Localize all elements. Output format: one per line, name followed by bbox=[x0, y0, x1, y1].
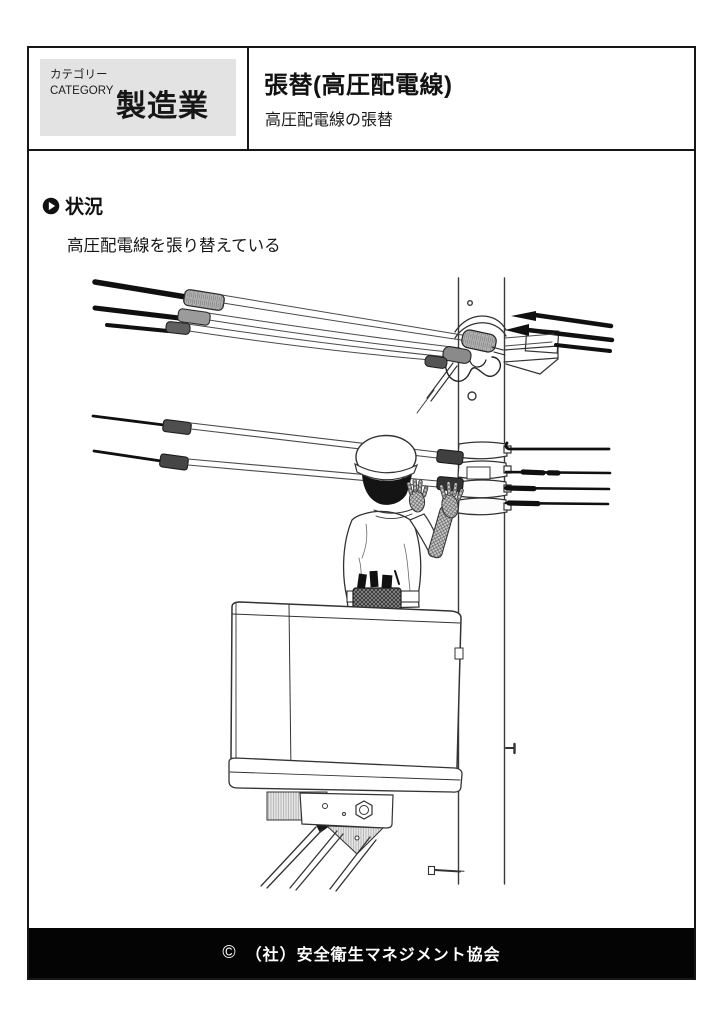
aerial-bucket bbox=[228, 601, 464, 892]
situation-heading: 状況 bbox=[42, 192, 281, 219]
pole-fittings bbox=[427, 742, 516, 876]
worker bbox=[342, 434, 464, 621]
right-side-wires bbox=[503, 441, 612, 507]
mount-hex-bolt bbox=[355, 800, 373, 820]
copyright-icon: © bbox=[222, 941, 237, 962]
footer-organization: （社）安全衛生マネジメント協会 bbox=[245, 947, 501, 964]
category-label-jp: カテゴリー bbox=[50, 69, 108, 81]
header-category-cell: カテゴリー CATEGORY 製造業 bbox=[29, 48, 249, 149]
pole-band-clamps bbox=[457, 441, 512, 516]
worker-left-hand bbox=[406, 478, 429, 513]
category-value: 製造業 bbox=[116, 90, 209, 123]
situation-section: 状況 高圧配電線を張り替えている bbox=[42, 192, 281, 256]
page-frame: カテゴリー CATEGORY 製造業 張替(高圧配電線) 高圧配電線の張替 状況… bbox=[27, 46, 696, 980]
play-circle-icon bbox=[42, 197, 60, 214]
footer-bar: © （社）安全衛生マネジメント協会 bbox=[29, 928, 694, 978]
header: カテゴリー CATEGORY 製造業 張替(高圧配電線) 高圧配電線の張替 bbox=[29, 48, 694, 151]
situation-body-text: 高圧配電線を張り替えている bbox=[67, 237, 281, 255]
worker-right-hand bbox=[439, 481, 464, 519]
pole-top-hardware bbox=[416, 311, 560, 414]
boom-arms bbox=[260, 826, 377, 892]
header-title-cell: 張替(高圧配電線) 高圧配電線の張替 bbox=[249, 48, 694, 149]
category-labels: カテゴリー CATEGORY bbox=[50, 68, 113, 99]
new-conductor-fan bbox=[187, 294, 469, 362]
upper-right-wires bbox=[504, 312, 615, 353]
page-title: 張替(高圧配電線) bbox=[264, 72, 453, 99]
upper-left-cables bbox=[92, 279, 225, 335]
worker-hair bbox=[362, 474, 412, 505]
worker-helmet-brim bbox=[354, 462, 419, 481]
category-box: カテゴリー CATEGORY 製造業 bbox=[40, 59, 236, 136]
bucket-latch bbox=[454, 647, 464, 660]
page-subtitle: 高圧配電線の張替 bbox=[265, 112, 394, 129]
situation-heading-label: 状況 bbox=[65, 197, 104, 218]
worker-tools bbox=[357, 570, 400, 589]
middle-left-wires bbox=[91, 414, 439, 488]
category-label-en: CATEGORY bbox=[50, 84, 114, 97]
